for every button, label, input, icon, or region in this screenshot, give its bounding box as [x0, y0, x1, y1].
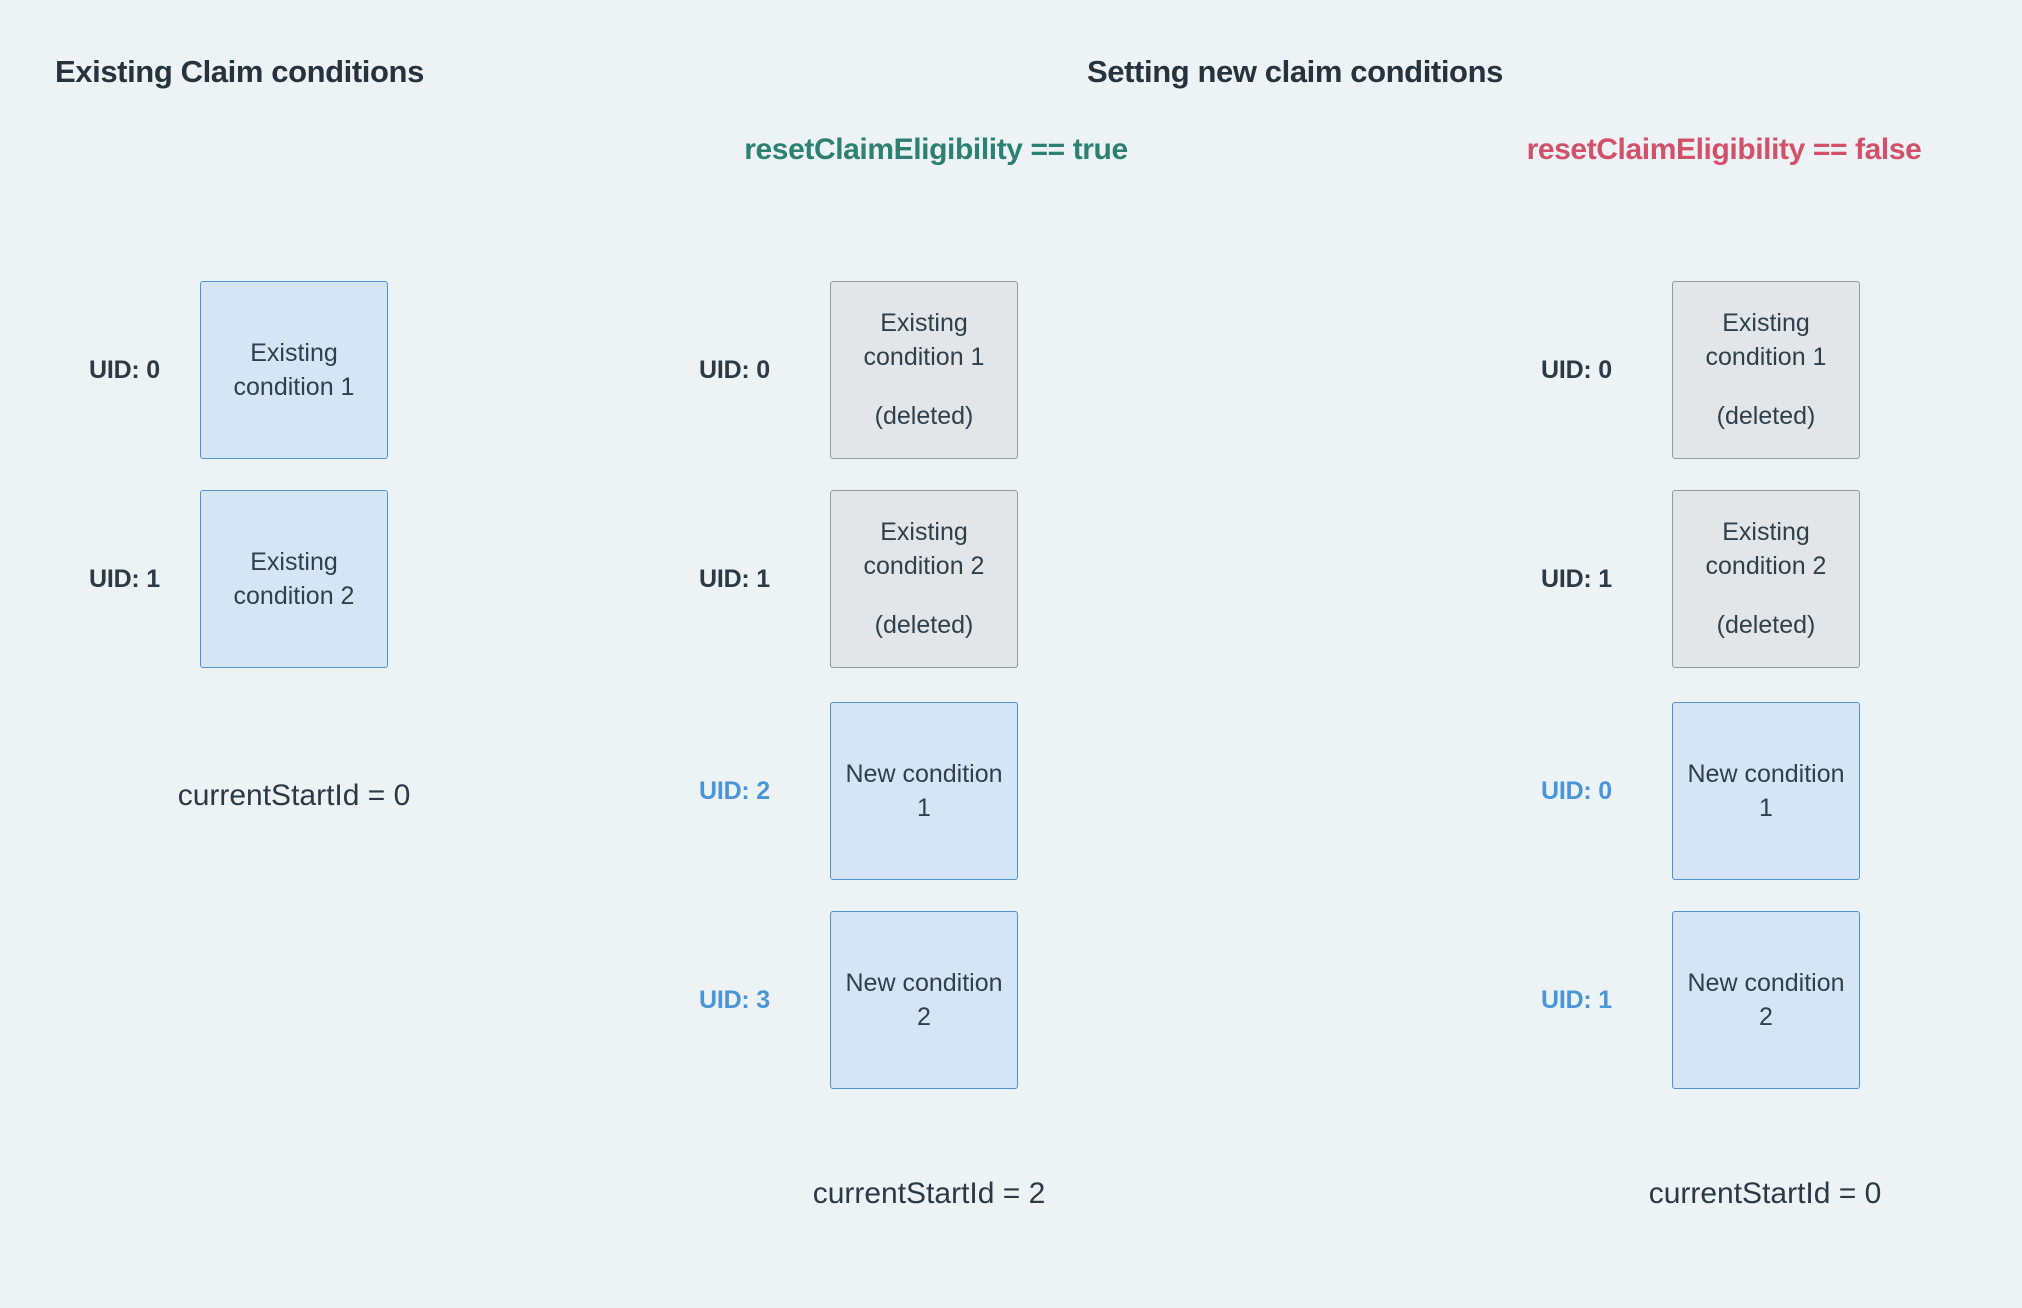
condition-box-label: Existing condition 2 — [863, 518, 985, 580]
reset-claim-eligibility-false-label: resetClaimEligibility == false — [1526, 133, 1922, 166]
uid-label: UID: 1 — [1540, 985, 1612, 1014]
uid-label: UID: 1 — [1540, 564, 1612, 593]
uid-label: UID: 1 — [698, 564, 770, 593]
deleted-condition-box: Existing condition 1 (deleted) — [830, 281, 1018, 459]
reset-claim-eligibility-true-label: resetClaimEligibility == true — [744, 133, 1128, 166]
uid-label: UID: 1 — [88, 564, 160, 593]
condition-box-label: New condition 2 — [845, 969, 1003, 1031]
deleted-condition-box: Existing condition 2 (deleted) — [1672, 490, 1860, 668]
setting-new-claim-conditions-title: Setting new claim conditions — [1087, 54, 1503, 89]
condition-box-label: New condition 1 — [1687, 760, 1845, 822]
condition-box: New condition 2 — [830, 911, 1018, 1089]
condition-box-label: Existing condition 1 — [863, 309, 985, 371]
condition-box: Existing condition 1 — [200, 281, 388, 459]
deleted-condition-box: Existing condition 1 (deleted) — [1672, 281, 1860, 459]
deleted-note: (deleted) — [874, 402, 974, 430]
condition-box-label: Existing condition 1 — [233, 339, 355, 401]
uid-label: UID: 3 — [698, 985, 770, 1014]
uid-label: UID: 0 — [1540, 776, 1612, 805]
uid-label: UID: 0 — [698, 355, 770, 384]
deleted-note: (deleted) — [874, 611, 974, 639]
condition-box: New condition 1 — [1672, 702, 1860, 880]
condition-box-label: New condition 1 — [845, 760, 1003, 822]
current-start-id-label: currentStartId = 0 — [177, 779, 411, 812]
condition-box-label: Existing condition 2 — [233, 548, 355, 610]
deleted-note: (deleted) — [1716, 402, 1816, 430]
uid-label: UID: 0 — [88, 355, 160, 384]
condition-box: New condition 1 — [830, 702, 1018, 880]
current-start-id-label: currentStartId = 2 — [812, 1177, 1046, 1210]
existing-claim-conditions-title: Existing Claim conditions — [55, 54, 424, 89]
condition-box-label: New condition 2 — [1687, 969, 1845, 1031]
condition-box-label: Existing condition 2 — [1705, 518, 1827, 580]
condition-box-label: Existing condition 1 — [1705, 309, 1827, 371]
condition-box: New condition 2 — [1672, 911, 1860, 1089]
uid-label: UID: 0 — [1540, 355, 1612, 384]
deleted-condition-box: Existing condition 2 (deleted) — [830, 490, 1018, 668]
current-start-id-label: currentStartId = 0 — [1648, 1177, 1882, 1210]
uid-label: UID: 2 — [698, 776, 770, 805]
condition-box: Existing condition 2 — [200, 490, 388, 668]
deleted-note: (deleted) — [1716, 611, 1816, 639]
